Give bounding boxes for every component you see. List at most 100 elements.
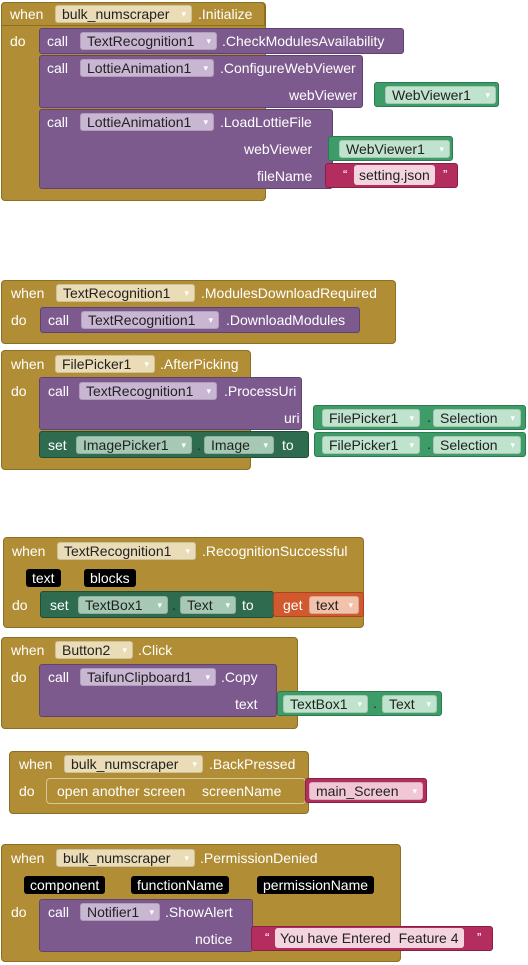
event-name: .Initialize <box>198 6 253 22</box>
screen-dropdown[interactable]: main_Screen▾ <box>309 782 423 800</box>
chevron-down-icon: ▾ <box>181 440 186 450</box>
property-dropdown[interactable]: Selection▾ <box>433 409 521 427</box>
dot-separator: . <box>427 409 431 425</box>
chevron-down-icon: ▾ <box>181 9 186 19</box>
open-screen-label: open another screen <box>57 783 186 799</box>
chevron-down-icon: ▾ <box>510 440 515 450</box>
do-label: do <box>11 312 27 328</box>
method-name: .ConfigureWebViewer <box>220 60 356 76</box>
component-dropdown[interactable]: LottieAnimation1▾ <box>80 59 214 77</box>
chevron-down-icon: ▾ <box>206 386 211 396</box>
property-dropdown[interactable]: Image▾ <box>204 436 274 454</box>
chevron-down-icon: ▾ <box>122 645 127 655</box>
component-dropdown[interactable]: bulk_numscraper▾ <box>64 755 203 773</box>
param-component[interactable]: component <box>24 876 106 894</box>
component-dropdown[interactable]: FilePicker1▾ <box>55 355 155 373</box>
property-dropdown[interactable]: Selection▾ <box>433 436 521 454</box>
component-dropdown[interactable]: WebViewer1▾ <box>385 86 496 104</box>
call-label: call <box>47 33 69 49</box>
chevron-down-icon: ▾ <box>357 699 362 709</box>
arg-label: uri <box>284 410 300 426</box>
component-dropdown[interactable]: TaifunClipboard1▾ <box>80 668 216 686</box>
method-name: .DownloadModules <box>226 312 346 328</box>
when-label: when <box>11 356 45 372</box>
property-dropdown[interactable]: Text▾ <box>180 596 236 614</box>
component-dropdown[interactable]: TextRecognition1▾ <box>80 32 217 50</box>
event-name: .BackPressed <box>209 756 296 772</box>
chevron-down-icon: ▾ <box>510 413 515 423</box>
call-label: call <box>48 669 70 685</box>
do-label: do <box>11 669 27 685</box>
event-name: .RecognitionSuccessful <box>202 543 348 559</box>
chevron-down-icon: ▾ <box>208 315 213 325</box>
component-dropdown[interactable]: ImagePicker1▾ <box>76 436 192 454</box>
method-name: .ProcessUri <box>224 383 297 399</box>
chevron-down-icon: ▾ <box>485 90 490 100</box>
component-dropdown[interactable]: TextRecognition1▾ <box>81 311 219 329</box>
arg-label: text <box>235 696 258 712</box>
event-name: .ModulesDownloadRequired <box>201 285 377 301</box>
chevron-down-icon: ▾ <box>203 63 208 73</box>
to-label: to <box>242 597 254 613</box>
property-dropdown[interactable]: Text▾ <box>382 695 437 713</box>
param-permission-name[interactable]: permissionName <box>257 876 375 894</box>
when-label: when <box>10 6 44 22</box>
param-blocks[interactable]: blocks <box>84 569 136 587</box>
when-label: when <box>12 543 46 559</box>
chevron-down-icon: ▾ <box>426 699 431 709</box>
string-value[interactable]: setting.json <box>354 165 435 185</box>
component-dropdown[interactable]: TextBox1▾ <box>283 695 368 713</box>
chevron-down-icon: ▾ <box>157 600 162 610</box>
method-name: .ShowAlert <box>165 904 233 920</box>
component-dropdown[interactable]: TextRecognition1▾ <box>56 284 195 302</box>
call-label: call <box>47 114 69 130</box>
to-label: to <box>282 437 294 453</box>
when-label: when <box>19 756 53 772</box>
component-dropdown[interactable]: bulk_numscraper▾ <box>56 849 195 867</box>
component-dropdown[interactable]: bulk_numscraper▾ <box>55 5 192 23</box>
chevron-down-icon: ▾ <box>184 288 189 298</box>
open-quote: “ <box>265 930 270 945</box>
method-name: .LoadLottieFile <box>220 114 312 130</box>
chevron-down-icon: ▾ <box>149 907 154 917</box>
do-label: do <box>10 33 26 49</box>
set-label: set <box>50 597 69 613</box>
component-dropdown[interactable]: TextRecognition1▾ <box>57 542 196 560</box>
chevron-down-icon: ▾ <box>192 759 197 769</box>
when-label: when <box>11 285 45 301</box>
component-dropdown[interactable]: TextRecognition1▾ <box>79 382 217 400</box>
arg-label: fileName <box>257 168 313 184</box>
string-value[interactable]: You have Entered Feature 4 <box>275 928 464 948</box>
method-name: .Copy <box>221 669 258 685</box>
event-name: .PermissionDenied <box>200 850 318 866</box>
chevron-down-icon: ▾ <box>348 600 353 610</box>
chevron-down-icon: ▾ <box>263 440 268 450</box>
chevron-down-icon: ▾ <box>184 853 189 863</box>
component-dropdown[interactable]: LottieAnimation1▾ <box>80 113 214 131</box>
chevron-down-icon: ▾ <box>205 672 210 682</box>
component-dropdown[interactable]: FilePicker1▾ <box>322 409 420 427</box>
chevron-down-icon: ▾ <box>439 144 444 154</box>
do-label: do <box>11 383 27 399</box>
call-label: call <box>48 904 70 920</box>
chevron-down-icon: ▾ <box>409 413 414 423</box>
dot-separator: . <box>373 695 377 711</box>
dot-separator: . <box>427 436 431 452</box>
component-dropdown[interactable]: TextBox1▾ <box>78 596 168 614</box>
component-dropdown[interactable]: FilePicker1▾ <box>322 436 420 454</box>
param-function-name[interactable]: functionName <box>131 876 230 894</box>
do-label: do <box>19 783 35 799</box>
component-dropdown[interactable]: WebViewer1▾ <box>339 140 450 158</box>
arg-label: webViewer <box>244 141 313 157</box>
param-text[interactable]: text <box>26 569 61 587</box>
method-name: .CheckModulesAvailability <box>222 33 385 49</box>
open-another-screen-block[interactable] <box>46 778 306 804</box>
variable-dropdown[interactable]: text▾ <box>309 596 359 614</box>
chevron-down-icon: ▾ <box>409 440 414 450</box>
component-dropdown[interactable]: Button2▾ <box>55 641 133 659</box>
do-label: do <box>12 597 28 613</box>
component-dropdown[interactable]: Notifier1▾ <box>80 903 160 921</box>
chevron-down-icon: ▾ <box>144 359 149 369</box>
when-label: when <box>11 642 45 658</box>
get-label: get <box>283 597 303 613</box>
